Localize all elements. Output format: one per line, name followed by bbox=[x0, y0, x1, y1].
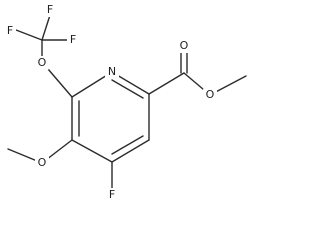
bond-ring-c5-c4 bbox=[111, 139, 150, 163]
f1-label-mask bbox=[4, 24, 16, 38]
methoxy-oxygen-atom-label: O bbox=[38, 156, 47, 169]
f1-atom-label: F bbox=[7, 24, 13, 37]
ester-oxygen-atom-label: O bbox=[206, 88, 215, 101]
ether-oxygen-atom-label: O bbox=[38, 56, 47, 69]
molecule-structure-diagram: F F F O N O O O F bbox=[4, 3, 247, 202]
bond-ring-c4-c3 bbox=[71, 139, 113, 163]
bond-ring-c5-c4-double bbox=[111, 135, 144, 155]
bond-ring-n1-c6-double bbox=[111, 79, 144, 99]
atom-label-layer: F F F O N O O O F bbox=[4, 3, 217, 202]
ether-oxygen-label-mask bbox=[35, 56, 49, 70]
bond-cf3-f1 bbox=[15, 29, 43, 41]
f2-label-mask bbox=[44, 3, 56, 17]
methoxy-oxygen-label-mask bbox=[35, 156, 49, 170]
ring-fluorine-label-mask bbox=[106, 188, 118, 202]
carbonyl-oxygen-label-mask bbox=[177, 39, 191, 53]
ring-fluorine-atom-label: F bbox=[109, 188, 115, 201]
carbonyl-oxygen-atom-label: O bbox=[180, 39, 189, 52]
f3-atom-label: F bbox=[70, 33, 76, 46]
bond-ring-carbonyl-carbon bbox=[148, 72, 185, 95]
bond-layer bbox=[7, 11, 247, 189]
f3-label-mask bbox=[67, 33, 79, 47]
f2-atom-label: F bbox=[47, 3, 53, 16]
ester-oxygen-label-mask bbox=[203, 88, 217, 102]
ring-nitrogen-label-mask bbox=[105, 65, 119, 79]
ring-nitrogen-atom-label: N bbox=[108, 65, 116, 78]
